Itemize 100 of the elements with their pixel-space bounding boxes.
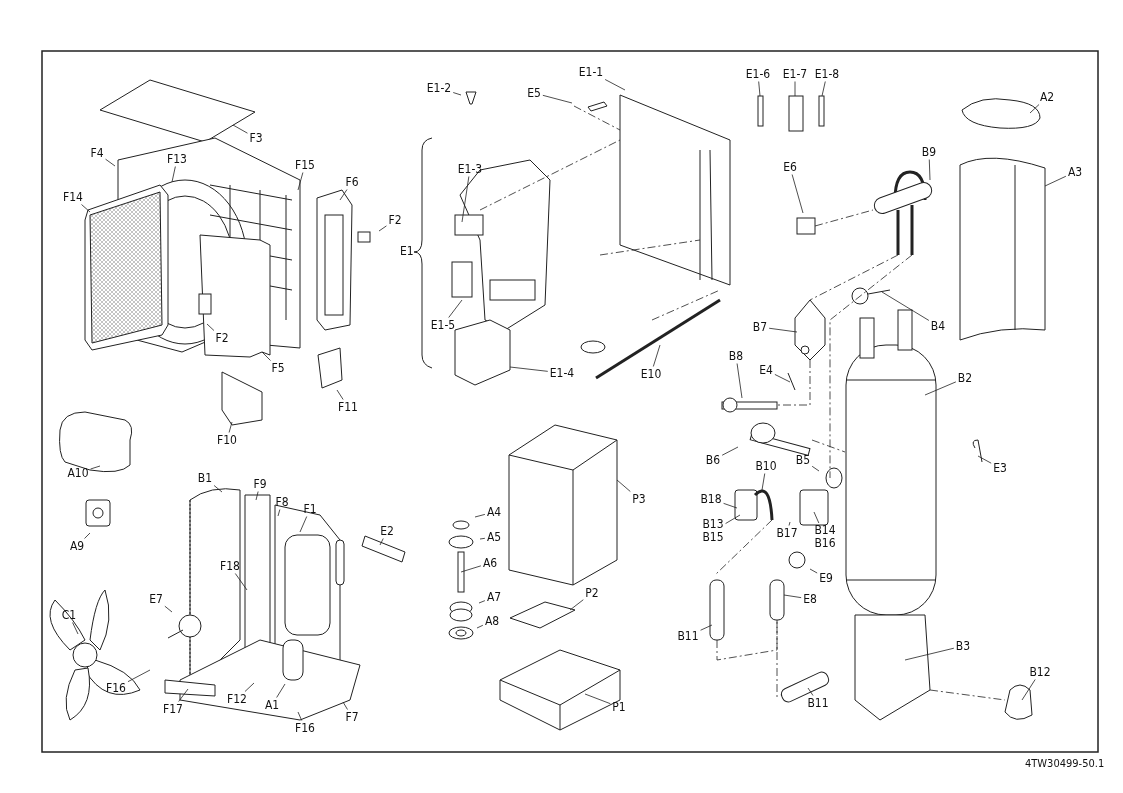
leader-line [461,176,470,223]
callout-number: F15 [294,158,316,172]
leader-line [977,455,992,464]
callout-number: B12 [1028,665,1052,679]
callout-number: B15 [701,531,725,544]
callout-number: F11 [337,400,359,414]
callout-number: E1-4 [548,366,576,380]
callout-number: C1 [60,608,78,622]
callout-number: E1-6 [744,67,772,81]
leader-line [584,693,611,705]
leader-line [277,509,281,517]
callout-number: B17 [775,526,799,540]
callout-number: A6 [481,556,499,570]
leader-line [881,291,930,321]
leader-line [234,573,248,591]
callout-number: B13 [701,518,725,531]
leader-line [342,701,348,710]
leader-line [213,485,223,493]
leader-line [178,688,189,702]
leader-line [807,687,814,696]
leader-line [479,537,486,540]
leader-line [378,225,387,232]
leader-line [721,446,739,456]
leader-line [452,92,462,96]
callout-number: B2 [956,371,974,385]
leader-line [542,94,573,104]
leader-line [297,711,303,721]
leader-line [105,158,116,167]
leader-line [758,81,761,97]
leader-line [232,124,248,134]
leader-line [788,521,791,526]
callout-number: B4 [929,319,947,333]
callout-number: B1 [196,471,214,485]
callout-number: E3 [992,461,1008,475]
leader-line [725,514,741,524]
callout-number: E1-8 [813,67,841,81]
callout-number: E8 [802,592,818,606]
callout-number: A2 [1038,90,1056,104]
leader-line [339,189,348,201]
callout-number: A9 [68,539,86,553]
callout-number: E5 [526,86,542,100]
leader-line [616,479,631,492]
leader-line [794,81,796,97]
callout-number: A5 [485,530,503,544]
callout-number: F5 [270,361,286,375]
callout-number: B8 [727,349,745,363]
callout-number: A10 [66,466,90,480]
callout-number: E4 [758,363,774,377]
callout-number: B11 [806,696,830,710]
callout-number: E9 [818,571,834,585]
leader-line [1044,175,1067,187]
leader-line [821,81,826,97]
leader-line [336,389,344,400]
leader-line [904,647,955,661]
leader-line [811,465,820,472]
callout-number: F8 [274,495,290,509]
leader-line [474,514,486,518]
callout-number: F14 [62,190,84,204]
callout-number: P2 [584,586,600,600]
leader-line [783,594,802,599]
callout-number: P3 [631,492,647,506]
callout-number: F7 [344,710,360,724]
callout-number: B9 [920,145,938,159]
callout-number: E6 [782,160,798,174]
callout-number: E1-1 [577,65,605,79]
callout-number: F4 [89,146,105,160]
callout-number: F1 [302,502,318,516]
leader-line [924,381,957,396]
callout-number: F10 [216,433,238,447]
callout-number: F2 [387,213,403,227]
leader-line [723,502,738,509]
leader-line [127,669,151,683]
callout-number: F12 [226,692,248,706]
leader-line [736,363,743,399]
callout-number: F18 [219,559,241,573]
leader-line [604,79,626,91]
leader-line [774,374,791,383]
leader-line [297,172,304,191]
callout-number: E1 [400,244,414,258]
callout-number: E1-5 [429,318,457,332]
leader-line [809,568,818,574]
callout-number: E10 [639,367,663,381]
callout-number: E1-2 [425,81,453,95]
leader-line [84,532,91,539]
callout-number: B16 [813,537,837,550]
leader-line [813,511,820,524]
callout-number: B5 [794,453,812,467]
leader-line [379,538,384,546]
leader-line [928,159,931,181]
leader-line [261,351,271,361]
leader-line [299,516,308,533]
callout-number: E1-3 [456,162,484,176]
leader-line [72,622,79,635]
callout-number: B11 [676,629,700,643]
callout-number: E7 [148,592,164,606]
callout-number: F9 [252,477,268,491]
callout-number: F13 [166,152,188,166]
leader-line [1021,679,1036,701]
callout-number: A8 [483,614,501,628]
callout-number: E1-7 [781,67,809,81]
